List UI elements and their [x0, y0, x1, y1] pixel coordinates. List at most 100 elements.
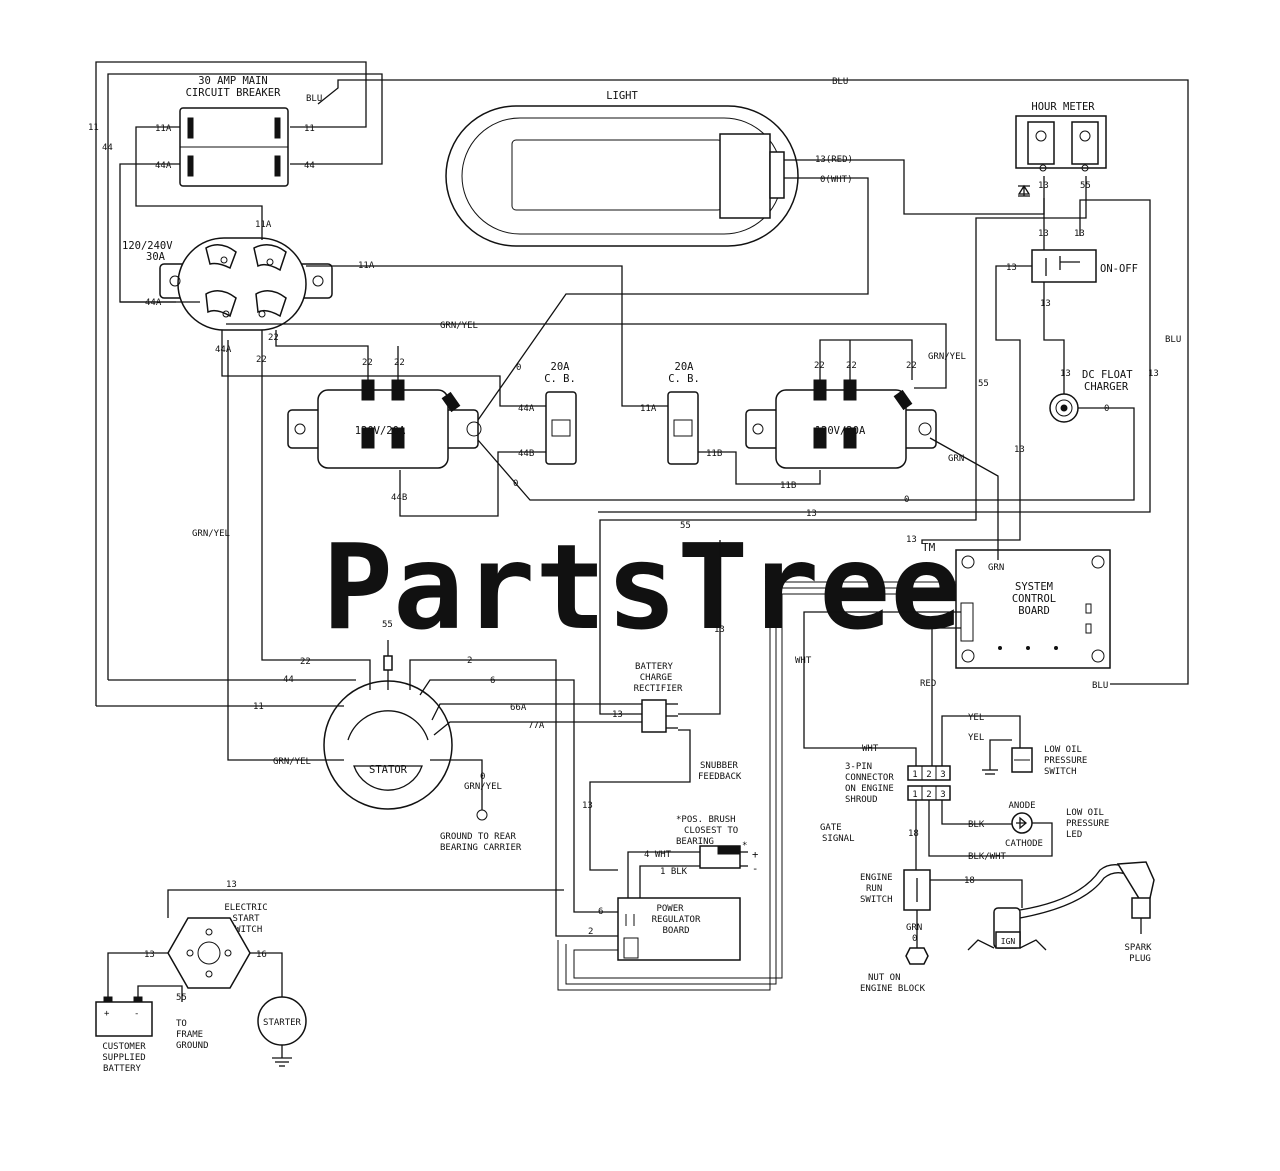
frame-ground-2: FRAME: [176, 1030, 203, 1040]
ign-label: IGN: [1001, 937, 1016, 946]
three-pin-connector: 3-PIN CONNECTOR ON ENGINE SHROUD 1 2 3 1…: [845, 762, 951, 805]
label-blu-right: BLU: [1165, 335, 1181, 345]
label-4wht: 4 WHT: [644, 850, 672, 860]
dc-float-title-2: CHARGER: [1084, 381, 1129, 393]
pin-2b: 2: [926, 790, 931, 800]
cb-right-title-1: 20A: [675, 361, 695, 373]
right-receptacle-label: 120V/20A: [815, 425, 866, 437]
label-grnyel-top: GRN/YEL: [440, 321, 478, 331]
label-13-right: 13: [1014, 445, 1025, 455]
dc-float-title-1: DC FLOAT: [1082, 369, 1133, 381]
battery-title-1: CUSTOMER: [102, 1042, 146, 1052]
label-13-onoff2: 13: [1040, 299, 1051, 309]
label-grnyel-gnd: GRN/YEL: [464, 782, 502, 792]
circuit-breaker-20a-right: 20A C. B.: [667, 361, 700, 465]
label-44-left: 44: [102, 143, 113, 153]
hour-meter-title: HOUR METER: [1031, 101, 1095, 113]
label-0-left: 0: [513, 479, 518, 489]
label-grn-r: GRN: [948, 454, 964, 464]
electric-start-switch: ELECTRIC START SWITCH: [167, 903, 268, 989]
label-13-ess: 13: [226, 880, 237, 890]
gate-signal-1: GATE: [820, 823, 842, 833]
scb-title-2: CONTROL: [1012, 593, 1056, 605]
right-duplex-receptacle: 120V/20A: [745, 379, 937, 469]
label-11a-cb: 11A: [640, 404, 657, 414]
main-breaker-title-2: CIRCUIT BREAKER: [186, 87, 282, 99]
label-22-tw: 22: [268, 333, 279, 343]
label-13-far-right: 13: [1148, 369, 1159, 379]
cathode-label: CATHODE: [1005, 839, 1043, 849]
circuit-breaker-20a-left: 20A C. B.: [544, 361, 577, 465]
label-grnyel-r: GRN/YEL: [928, 352, 966, 362]
ground-rear-2: BEARING CARRIER: [440, 843, 522, 853]
ers-title-2: RUN: [866, 884, 882, 894]
label-blu-breaker: BLU: [306, 94, 322, 104]
label-22-st: 22: [300, 657, 311, 667]
nut-title-2: ENGINE BLOCK: [860, 984, 926, 994]
prb-title-1: POWER: [656, 904, 684, 914]
label-0wht: 0(WHT): [820, 175, 853, 185]
snubber-2: FEEDBACK: [698, 772, 742, 782]
cb-left-title-1: 20A: [551, 361, 571, 373]
low-oil-pressure-led: ANODE CATHODE LOW OIL PRESSURE LED: [1005, 801, 1109, 849]
label-grn-ers: GRN: [906, 923, 922, 933]
rectifier-title-3: RECTIFIER: [634, 684, 683, 694]
wiring: 11 44 BLU BLU 55 55 13 13 0 0 0 13 13: [88, 61, 1189, 1002]
led-title-3: LED: [1066, 830, 1082, 840]
power-regulator-board: POWER REGULATOR BOARD: [617, 897, 741, 961]
label-0-mid: 0: [904, 495, 909, 505]
light: LIGHT: [445, 90, 799, 247]
brush-minus: -: [752, 863, 758, 875]
label-55-mid: 55: [680, 521, 691, 531]
main-circuit-breaker: 30 AMP MAIN CIRCUIT BREAKER: [179, 75, 289, 187]
pin-3b: 3: [940, 790, 945, 800]
brush-note-2: CLOSEST TO: [684, 826, 738, 836]
stator-label: STATOR: [369, 764, 408, 776]
label-22-r2: 22: [846, 361, 857, 371]
led-title-2: PRESSURE: [1066, 819, 1109, 829]
label-wht-conn: WHT: [862, 744, 879, 754]
label-blu-top: BLU: [832, 77, 848, 87]
label-16-ess: 16: [256, 950, 267, 960]
ground-rear-1: GROUND TO REAR: [440, 832, 516, 842]
label-44b-cb: 44B: [518, 449, 534, 459]
prb-title-3: BOARD: [662, 926, 689, 936]
on-off-label: ON-OFF: [1100, 263, 1138, 275]
label-44a-left: 44A: [145, 298, 162, 308]
spark-title-1: SPARK: [1124, 943, 1152, 953]
label-18-ign: 18: [964, 876, 975, 886]
ess-title-1: ELECTRIC: [224, 903, 267, 913]
label-red-scb: RED: [920, 679, 936, 689]
label-13-dc: 13: [1060, 369, 1071, 379]
label-2-prb: 2: [588, 927, 593, 937]
label-55-right: 55: [978, 379, 989, 389]
conn-title-2: CONNECTOR: [845, 773, 894, 783]
snubber-1: SNUBBER: [700, 761, 739, 771]
pin-3a: 3: [940, 770, 945, 780]
label-yel-2: YEL: [968, 733, 984, 743]
label-77a: 77A: [528, 721, 545, 731]
led-title-1: LOW OIL: [1066, 808, 1104, 818]
customer-battery: + - CUSTOMER SUPPLIED BATTERY: [95, 996, 153, 1074]
conn-title-3: ON ENGINE: [845, 784, 894, 794]
anode-label: ANODE: [1008, 801, 1035, 811]
label-blkwht: BLK/WHT: [968, 852, 1007, 862]
label-44a-bottom: 44A: [215, 345, 232, 355]
brush-plus: +: [752, 849, 758, 861]
stator: STATOR: [323, 680, 453, 810]
battery-title-2: SUPPLIED: [102, 1053, 145, 1063]
ess-title-3: SWITCH: [230, 925, 263, 935]
left-duplex-receptacle: 120V/20A: [287, 379, 482, 469]
label-13-vert: 13: [714, 625, 725, 635]
lops-title-1: LOW OIL: [1044, 745, 1082, 755]
label-13-rect: 13: [612, 710, 623, 720]
label-11b-bottom: 11B: [780, 481, 796, 491]
ers-title-3: SWITCH: [860, 895, 893, 905]
label-blk-led: BLK: [968, 820, 985, 830]
label-0-upper: 0: [516, 363, 521, 373]
label-44b-l: 44B: [391, 493, 407, 503]
label-55-st: 55: [382, 620, 393, 630]
hour-meter: HOUR METER: [1015, 101, 1107, 197]
conn-title-4: SHROUD: [845, 795, 878, 805]
